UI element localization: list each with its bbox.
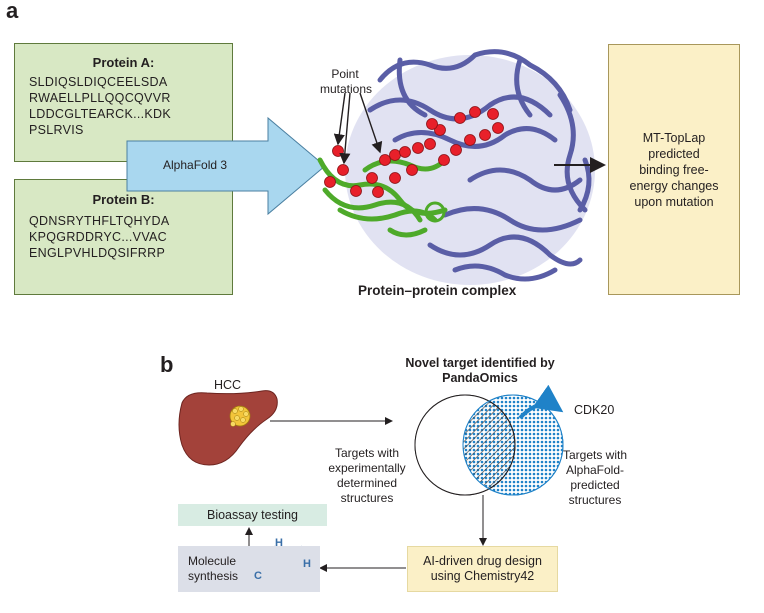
cdk20-label: CDK20	[574, 403, 615, 417]
sequence-line: LDDCGLTEARCK...KDK	[29, 107, 172, 121]
sequence-line: SLDIQSLDIQCEELSDA	[29, 75, 168, 89]
left-set-label: Targets with experimentally determined s…	[328, 446, 406, 505]
chem-h-right: H	[303, 558, 311, 570]
chem-h-top: H	[275, 537, 283, 549]
ai-design-label: AI-driven drug design using Chemistry42	[423, 554, 542, 583]
bioassay-box: Bioassay testing	[178, 504, 327, 526]
protein-b-box: Protein B: QDNSRYTHFLTQHYDA KPQGRDDRYC..…	[14, 179, 233, 295]
panel-a-letter: a	[6, 0, 19, 23]
chem-c: C	[254, 570, 262, 582]
bioassay-label: Bioassay testing	[206, 508, 299, 522]
point-mutations-label: Point mutations	[320, 67, 373, 96]
output-text: MT-TopLap predicted binding free- energy…	[629, 130, 719, 209]
protein-a-sequence: SLDIQSLDIQCEELSDA RWAELLPLLQQCQVVR LDDCG…	[29, 74, 232, 138]
panel-b-letter: b	[160, 352, 174, 377]
sequence-line: QDNSRYTHFLTQHYDA	[29, 214, 170, 228]
liver-icon	[178, 390, 278, 466]
right-set-label: Targets with AlphaFold- predicted struct…	[562, 448, 628, 507]
molecule-label: Molecule synthesis	[188, 554, 239, 583]
hcc-label: HCC	[214, 378, 242, 392]
complex-label: Protein–protein complex	[358, 283, 517, 298]
mutation-pointers	[333, 92, 383, 165]
sequence-line: PSLRVIS	[29, 123, 84, 137]
novel-target-label: Novel target identified by PandaOmics	[405, 356, 555, 385]
protein-b-sequence: QDNSRYTHFLTQHYDA KPQGRDDRYC...VVAC ENGLP…	[29, 213, 232, 261]
mutation-points	[324, 106, 504, 198]
protein-a-title: Protein A:	[92, 55, 155, 70]
sequence-line: KPQGRDDRYC...VVAC	[29, 230, 167, 244]
output-box: MT-TopLap predicted binding free- energy…	[608, 44, 740, 295]
venn-diagram	[414, 394, 564, 496]
protein-b-title: Protein B:	[92, 192, 155, 207]
alphafold-arrow	[126, 116, 326, 216]
ai-design-box: AI-driven drug design using Chemistry42	[407, 546, 558, 592]
molecule-synthesis-box: Molecule synthesis	[178, 546, 320, 592]
protein-structure-green	[317, 157, 448, 238]
cdk20-arrow	[518, 384, 564, 420]
sequence-line: ENGLPVHLDQSIFRRP	[29, 246, 166, 260]
alphafold-label: AlphaFold 3	[163, 158, 228, 172]
protein-structure-purple	[345, 49, 595, 285]
sequence-line: RWAELLPLLQQCQVVR	[29, 91, 171, 105]
